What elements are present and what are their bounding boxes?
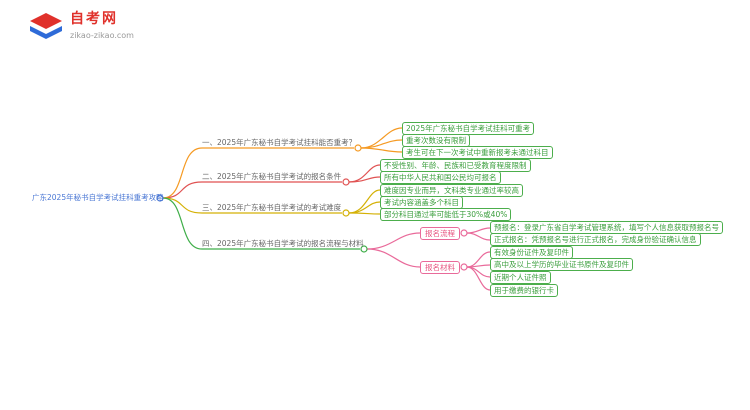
registration-material-node: 报名材料 (420, 261, 460, 274)
branch-1-leaf: 考生可在下一次考试中重新报考未通过科目 (402, 146, 553, 159)
root-node-circle (156, 194, 164, 202)
registration-flow-node: 报名流程 (420, 227, 460, 240)
material-leaf: 近期个人证件照 (490, 271, 551, 284)
site-logo[interactable]: 自考网 zikao-zikao.com (26, 10, 134, 46)
branch4-node-circle (360, 245, 368, 253)
flow-node-circle (460, 229, 468, 237)
branch-1-topic: 一、2025年广东秘书自学考试挂科能否重考？ (202, 138, 357, 147)
material-leaf: 高中及以上学历的毕业证书原件及复印件 (490, 258, 633, 271)
branch1-node-circle (354, 144, 362, 152)
branch-3-leaf: 部分科目通过率可能低于30%或40% (380, 208, 512, 221)
branch-2-leaf: 所有中华人民共和国公民均可报名 (380, 171, 501, 184)
material-leaf: 用于缴费的银行卡 (490, 284, 558, 297)
material-node-circle (460, 263, 468, 271)
branch-4-topic: 四、2025年广东秘书自学考试的报名流程与材料 (202, 239, 364, 248)
branch-2-topic: 二、2025年广东秘书自学考试的报名条件 (202, 172, 342, 181)
branch-3-topic: 三、2025年广东秘书自学考试的考试难度 (202, 203, 342, 212)
branch2-node-circle (342, 178, 350, 186)
root-topic: 广东2025年秘书自学考试挂科重考攻略 (32, 193, 164, 202)
branch3-node-circle (342, 209, 350, 217)
logo-title: 自考网 (70, 11, 118, 27)
logo-domain: zikao-zikao.com (70, 31, 134, 40)
flow-leaf: 正式报名：凭预报名号进行正式报名，完成身份验证确认信息 (490, 233, 701, 246)
logo-icon (30, 13, 62, 39)
logo-text-block: 自考网 zikao-zikao.com (70, 10, 134, 41)
